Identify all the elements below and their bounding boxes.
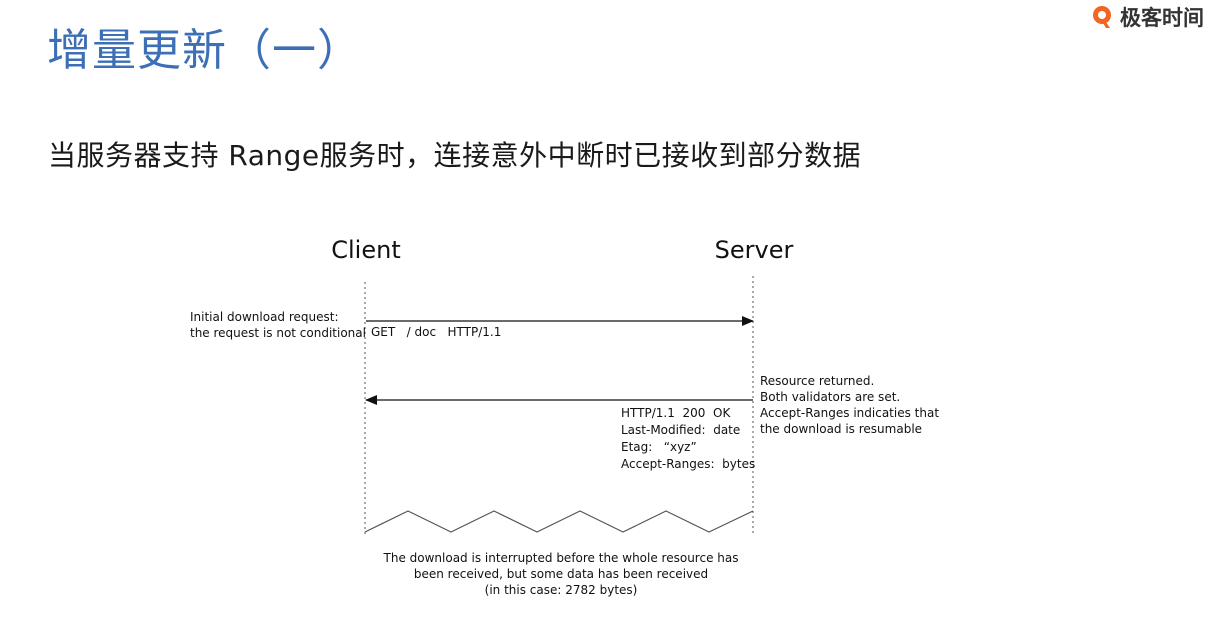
response-line-4: Accept-Ranges: bytes: [621, 457, 755, 471]
brand-name: 极客时间: [1120, 6, 1204, 30]
server-note-line-4: the download is resumable: [760, 422, 922, 436]
page-title: 增量更新（一）: [47, 25, 362, 76]
client-note-line-2: the request is not conditional: [190, 326, 366, 340]
client-label: Client: [331, 236, 400, 264]
server-label: Server: [715, 236, 794, 264]
brand-logo-icon: [1093, 6, 1111, 28]
client-note-line-1: Initial download request:: [190, 310, 339, 324]
server-note-line-1: Resource returned.: [760, 374, 874, 388]
interrupt-note-line-3: (in this case: 2782 bytes): [485, 583, 638, 597]
request-line: GET / doc HTTP/1.1: [371, 325, 501, 339]
server-note-line-3: Accept-Ranges indicaties that: [760, 406, 939, 420]
server-note-line-2: Both validators are set.: [760, 390, 900, 404]
interrupt-note-line-1: The download is interrupted before the w…: [383, 551, 739, 565]
slide-subtitle: 当服务器支持 Range服务时，连接意外中断时已接收到部分数据: [48, 139, 862, 172]
interruption-zigzag: [364, 510, 754, 533]
interrupt-note-line-2: been received, but some data has been re…: [414, 567, 708, 581]
response-line-3: Etag: “xyz”: [621, 440, 697, 454]
response-line-2: Last-Modified: date: [621, 423, 740, 437]
response-line-1: HTTP/1.1 200 OK: [621, 406, 731, 420]
brand-logo: 极客时间: [1090, 2, 1204, 32]
